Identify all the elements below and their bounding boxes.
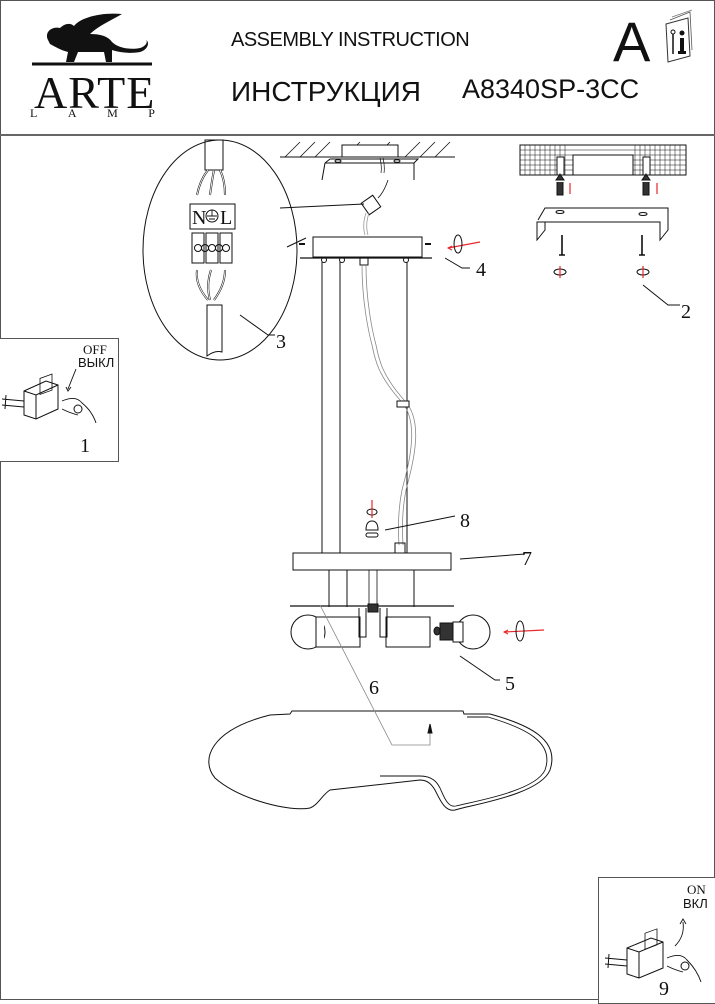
glass-shade xyxy=(208,710,553,811)
section-letter: A xyxy=(613,10,651,73)
screw-in-arrow xyxy=(502,620,545,642)
ceiling-hatch xyxy=(280,141,455,158)
mounting-bracket-ceiling xyxy=(321,157,420,181)
brand-name: ARTE xyxy=(34,67,156,118)
leader-line-8 xyxy=(384,515,456,531)
title-russian: ИНСТРУКЦИЯ xyxy=(231,76,421,107)
callout-3: 3 xyxy=(276,331,286,353)
leader-line-5 xyxy=(459,655,500,681)
header-divider xyxy=(0,134,715,136)
winged-lion-icon xyxy=(32,13,152,66)
callout-2: 2 xyxy=(681,301,691,323)
brand-subtitle: L A M P xyxy=(30,106,155,121)
wall-switch-off-icon xyxy=(1,368,97,424)
leader-line-4 xyxy=(444,257,470,269)
callout-8: 8 xyxy=(460,510,470,532)
bulb-left xyxy=(290,614,361,650)
terminal-label-l: L xyxy=(220,207,232,229)
brand-sub-letter: P xyxy=(148,106,155,120)
terminal-label-n: N xyxy=(192,207,206,229)
leader-line-6 xyxy=(319,604,431,746)
switch-on-label-ru: ВКЛ xyxy=(683,896,708,911)
leader-line-2 xyxy=(642,284,680,306)
brand-sub-letter: M xyxy=(107,106,118,120)
switch-off-label-en: OFF xyxy=(83,342,107,357)
power-cable xyxy=(361,264,417,546)
step-switch-off: OFF ВЫКЛ 1 xyxy=(0,338,119,462)
brand-sub-letter: A xyxy=(67,106,77,120)
wall-switch-on-icon xyxy=(604,918,702,983)
step-switch-on: ON ВКЛ 9 xyxy=(598,877,715,1004)
title-english: ASSEMBLY INSTRUCTION xyxy=(231,29,470,51)
leader-line-7 xyxy=(459,553,526,560)
leader-line-detail xyxy=(279,203,365,209)
bulb-right xyxy=(433,614,491,650)
switch-off-label-ru: ВЫКЛ xyxy=(78,355,115,370)
leader-line-detail xyxy=(286,237,307,248)
brand-sub-letter: L xyxy=(30,106,38,120)
model-number: A8340SP-3CC xyxy=(462,74,640,104)
wall-anchor-detail xyxy=(519,144,687,278)
up-arrow-icon xyxy=(427,723,433,734)
terminal-block xyxy=(360,194,382,216)
callout-7: 7 xyxy=(522,548,532,570)
wiring-detail xyxy=(142,139,298,361)
callout-4: 4 xyxy=(476,259,486,281)
step-number-1: 1 xyxy=(80,435,90,457)
step-number-9: 9 xyxy=(659,978,669,1000)
leader-line-3 xyxy=(239,314,275,336)
callout-6: 6 xyxy=(369,677,379,699)
screw-arrow-canopy xyxy=(446,234,481,254)
manual-info-icon xyxy=(665,9,693,63)
cap-nut xyxy=(365,500,379,538)
cable-clip xyxy=(396,400,410,408)
switch-on-label-en: ON xyxy=(687,882,706,897)
callout-5: 5 xyxy=(505,673,515,695)
canopy xyxy=(299,236,432,266)
